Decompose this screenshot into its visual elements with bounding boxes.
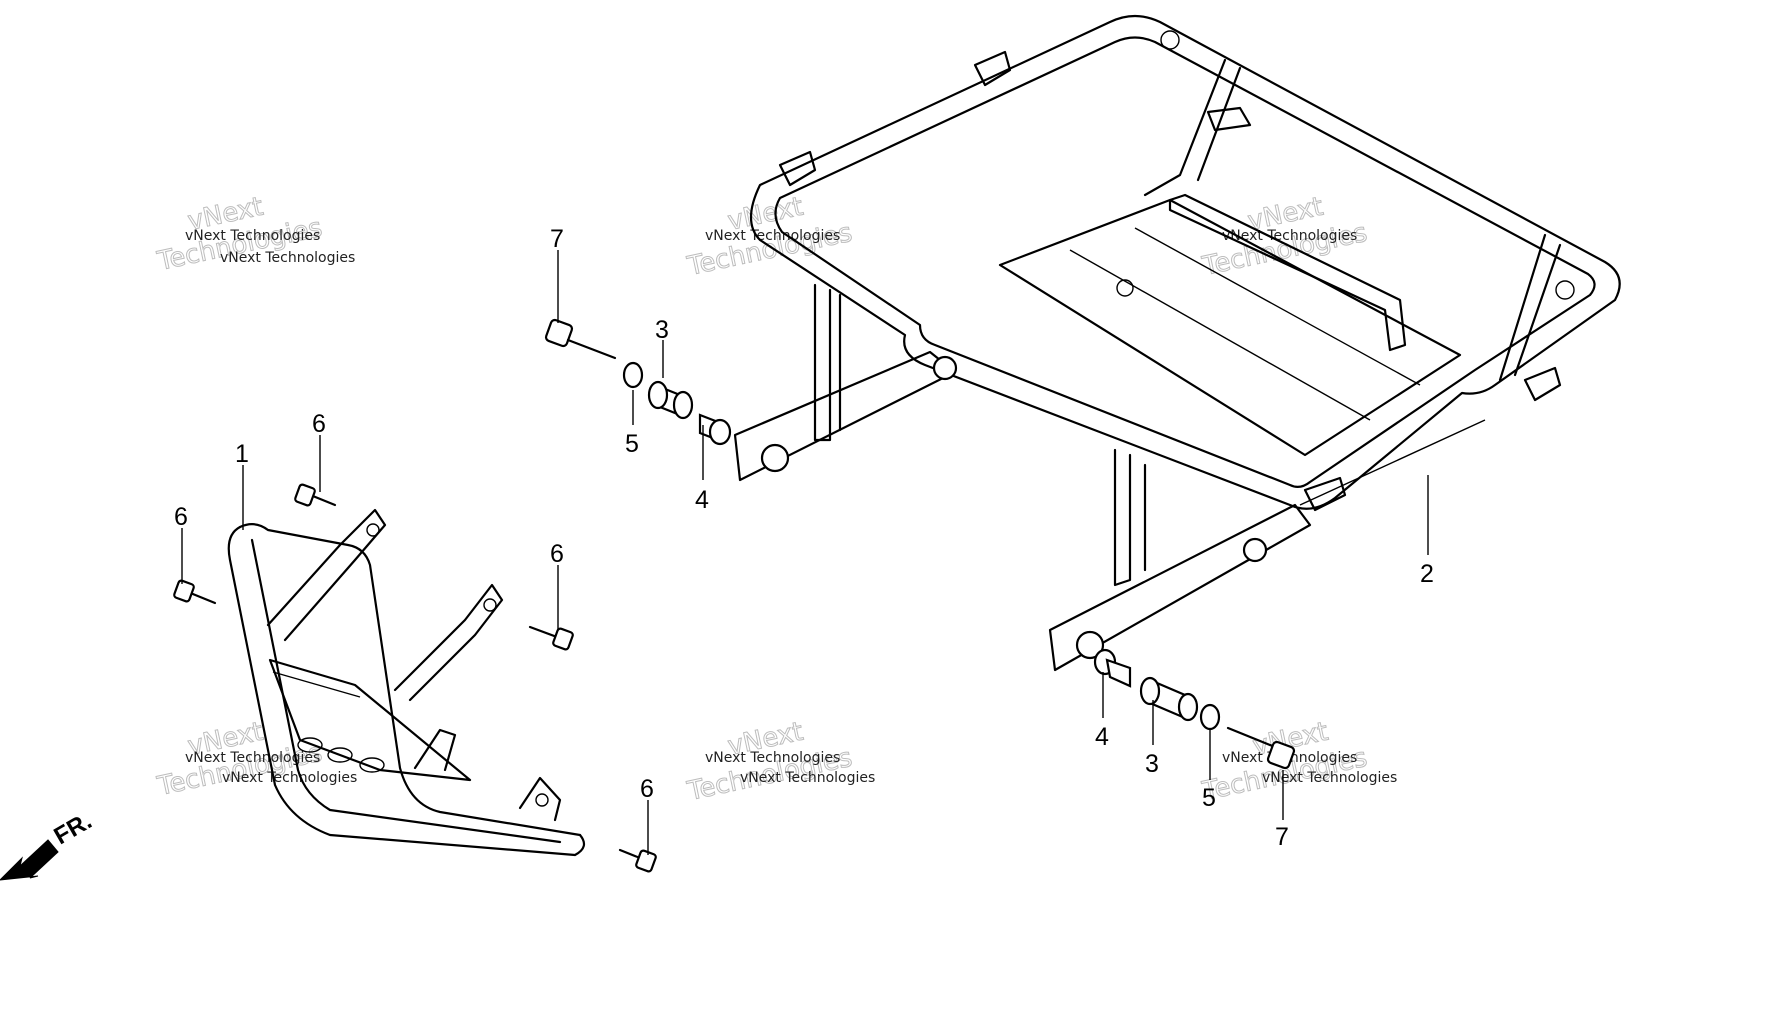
watermark-small-3a: vNext Technologies xyxy=(1222,228,1357,244)
watermark-small-4a: vNext Technologies xyxy=(185,750,320,766)
rack-hole-1 xyxy=(1160,30,1180,50)
guard-bracket-upper xyxy=(266,508,387,642)
callout-3b: 3 xyxy=(1145,750,1159,778)
collar-4-b xyxy=(1093,648,1132,688)
rack-left-rail-inner xyxy=(1196,66,1242,182)
rack-tab-2 xyxy=(778,150,817,187)
rack-left-mount-hole xyxy=(760,443,790,473)
guard-slot-3 xyxy=(359,757,385,773)
watermark-group-6: vNext Technologies vNext Technologies vN… xyxy=(1199,716,1398,807)
bolt-7-a xyxy=(544,318,617,360)
rack-right-mount-bar xyxy=(1048,503,1312,672)
watermark-small-1b: vNext Technologies xyxy=(220,250,355,266)
watermark-small-1a: vNext Technologies xyxy=(185,228,320,244)
guard-bracket-mid-hole xyxy=(483,598,497,612)
guard-plate xyxy=(268,658,472,782)
bolt-6-d xyxy=(618,848,657,873)
guard-slot-2 xyxy=(327,747,353,763)
bushing-3-b xyxy=(1139,676,1199,722)
bushing-3-a xyxy=(647,380,694,420)
watermark-group-3: vNext Technologies vNext Technologies xyxy=(1199,191,1371,282)
rack-tab-3 xyxy=(1206,106,1252,132)
carrier-rack-frame xyxy=(733,14,1621,672)
rack-floor-panel xyxy=(998,198,1462,457)
watermark-group-5: vNext Technologies vNext Technologies vN… xyxy=(684,716,876,807)
rack-left-mount-boss xyxy=(932,355,958,381)
rack-right-rail-low xyxy=(1299,419,1486,506)
callout-7a: 7 xyxy=(550,225,564,253)
guard-plate-fold xyxy=(272,671,361,698)
rack-tab-1 xyxy=(973,50,1012,87)
rack-tab-5 xyxy=(1303,476,1347,512)
callout-7b: 7 xyxy=(1275,823,1289,851)
callout-3a: 3 xyxy=(655,316,669,344)
rack-right-rail-inner xyxy=(1513,243,1562,377)
watermark-small-5a: vNext Technologies xyxy=(705,750,840,766)
skid-plate-guard xyxy=(227,508,586,857)
watermark-small-2a: vNext Technologies xyxy=(705,228,840,244)
callouts: 1 2 3 3 4 4 5 5 6 6 6 6 7 7 xyxy=(174,225,1434,851)
front-direction-label: FR. xyxy=(50,807,97,850)
callout-1: 1 xyxy=(235,440,249,468)
guard-tube-outer xyxy=(227,525,586,857)
rack-right-mount-hole xyxy=(1075,630,1105,660)
callout-6d: 6 xyxy=(640,775,654,803)
rack-tab-4 xyxy=(1523,366,1562,402)
rack-floor-rib-1 xyxy=(1069,249,1371,421)
guard-slot-1 xyxy=(297,737,323,753)
callout-5a: 5 xyxy=(625,430,639,458)
watermark-small-4b: vNext Technologies xyxy=(222,770,357,786)
rack-hole-3 xyxy=(1116,279,1134,297)
bolt-6-c xyxy=(528,625,574,651)
callout-6c: 6 xyxy=(550,540,564,568)
watermark-group-2: vNext Technologies vNext Technologies xyxy=(684,191,856,282)
rack-rear-leg xyxy=(1113,448,1132,587)
callout-2: 2 xyxy=(1420,560,1434,588)
front-arrow-icon xyxy=(0,839,59,881)
rack-crossmember xyxy=(1168,193,1407,352)
watermark-group-4: vNext Technologies vNext Technologies vN… xyxy=(154,716,358,802)
rack-inner-tube xyxy=(774,36,1596,489)
front-direction-indicator: FR. xyxy=(0,807,97,881)
bolt-7-b xyxy=(1226,726,1296,770)
rack-floor-rib-2 xyxy=(1134,227,1421,386)
rack-right-mount-boss xyxy=(1242,537,1268,563)
watermark-small-6b: vNext Technologies xyxy=(1262,770,1397,786)
rack-hole-2 xyxy=(1555,280,1575,300)
watermark-small-5b: vNext Technologies xyxy=(740,770,875,786)
bolt-6-a xyxy=(294,483,337,507)
collar-4-a xyxy=(698,413,732,446)
rack-outer-tube xyxy=(749,14,1621,510)
callout-6a: 6 xyxy=(312,410,326,438)
rack-front-leg xyxy=(813,283,832,442)
washer-5-b xyxy=(1199,703,1221,731)
rack-left-rail xyxy=(1143,58,1227,197)
guard-bracket-low-1 xyxy=(413,728,457,772)
washer-5-a xyxy=(622,361,644,389)
leader-lines xyxy=(181,250,1429,855)
callout-4a: 4 xyxy=(695,486,709,514)
callout-5b: 5 xyxy=(1202,784,1216,812)
guard-tube-inner xyxy=(238,523,582,837)
guard-bracket-upper-hole xyxy=(366,523,380,537)
guard-bracket-low-hole xyxy=(535,793,549,807)
guard-tube-loop xyxy=(250,538,562,844)
rack-right-rail xyxy=(1498,233,1547,382)
bolt-6-b xyxy=(173,579,217,605)
callout-4b: 4 xyxy=(1095,723,1109,751)
watermark-group-1: vNext Technologies vNext Technologies vN… xyxy=(154,191,356,277)
guard-bracket-mid xyxy=(393,583,504,702)
callout-6b: 6 xyxy=(174,503,188,531)
guard-bracket-low-2 xyxy=(518,776,562,822)
